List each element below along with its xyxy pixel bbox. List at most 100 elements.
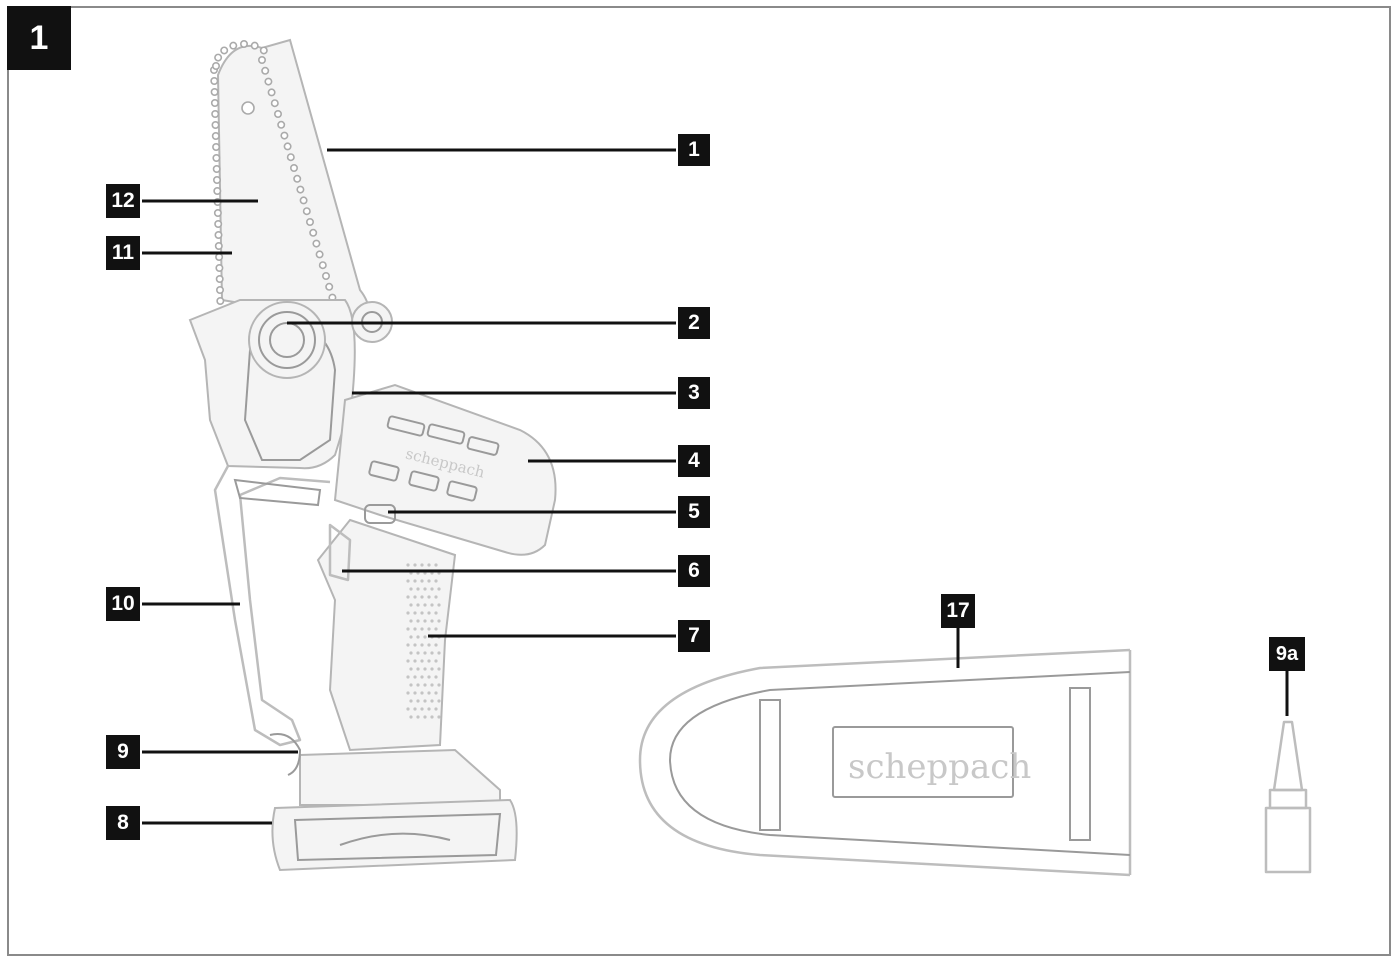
grip-dot bbox=[434, 659, 438, 663]
grip-dot bbox=[427, 643, 431, 647]
grip-dot bbox=[427, 691, 431, 695]
grip-dot bbox=[413, 643, 417, 647]
grip-dot bbox=[420, 659, 424, 663]
grip-dot bbox=[409, 667, 413, 671]
grip-dot bbox=[406, 675, 410, 679]
grip-dot bbox=[409, 603, 413, 607]
grip-dot bbox=[420, 691, 424, 695]
chain-link bbox=[212, 154, 221, 163]
grip-dot bbox=[437, 699, 441, 703]
grip-dot bbox=[430, 587, 434, 591]
chain-link bbox=[213, 176, 222, 185]
chain-link bbox=[312, 239, 321, 248]
chain-link bbox=[211, 132, 220, 141]
chain-link bbox=[280, 131, 289, 140]
grip-dot bbox=[420, 579, 424, 583]
callout-12: 12 bbox=[106, 184, 140, 218]
grip-dot bbox=[413, 675, 417, 679]
grip-dot bbox=[416, 651, 420, 655]
grip-dot bbox=[409, 587, 413, 591]
chain-link bbox=[210, 77, 219, 86]
chain-link bbox=[212, 61, 221, 70]
battery-mount bbox=[299, 748, 501, 806]
grip-dot bbox=[423, 619, 427, 623]
grip-dot bbox=[427, 627, 431, 631]
chain-link bbox=[216, 296, 225, 305]
chain-link bbox=[283, 142, 292, 151]
grip-dot bbox=[416, 603, 420, 607]
grip-dot bbox=[423, 715, 427, 719]
chain-link bbox=[212, 165, 221, 174]
chain-link bbox=[289, 164, 298, 173]
callout-2: 2 bbox=[678, 307, 710, 339]
grip-dot bbox=[437, 715, 441, 719]
chain-link bbox=[214, 53, 223, 62]
grip-dot bbox=[413, 627, 417, 631]
bar-cover-illustration: scheppach bbox=[638, 648, 1132, 877]
grip-dot bbox=[416, 715, 420, 719]
grip-dot bbox=[423, 635, 427, 639]
callout-9: 9 bbox=[106, 735, 140, 769]
grip-dot bbox=[409, 619, 413, 623]
grip-dot bbox=[434, 579, 438, 583]
callout-6: 6 bbox=[678, 555, 710, 587]
grip-dot bbox=[406, 579, 410, 583]
grip-dot bbox=[420, 563, 424, 567]
figure-number: 1 bbox=[7, 6, 71, 70]
grip-dot bbox=[434, 691, 438, 695]
grip-dot bbox=[409, 651, 413, 655]
grip-dot bbox=[406, 659, 410, 663]
chain-link bbox=[210, 99, 219, 108]
chain-link bbox=[214, 242, 223, 251]
saw-chain bbox=[210, 39, 337, 316]
grip-dot bbox=[434, 675, 438, 679]
grip-dot bbox=[409, 635, 413, 639]
grip-dot bbox=[413, 563, 417, 567]
chain-link bbox=[293, 174, 302, 183]
callout-10: 10 bbox=[106, 587, 140, 621]
chain-link bbox=[286, 153, 295, 162]
tensioning-knob bbox=[248, 301, 326, 379]
grip-dot bbox=[416, 587, 420, 591]
grip-dot bbox=[416, 699, 420, 703]
grip-dot bbox=[430, 619, 434, 623]
chain-link bbox=[318, 261, 327, 270]
grip-dot bbox=[406, 707, 410, 711]
chain-link bbox=[259, 46, 268, 55]
grip-dot bbox=[406, 595, 410, 599]
grip-dot bbox=[427, 675, 431, 679]
grip-dot bbox=[427, 563, 431, 567]
leader-lines bbox=[142, 148, 1289, 825]
grip-dot bbox=[420, 643, 424, 647]
chain-link bbox=[211, 121, 220, 130]
callout-9a: 9a bbox=[1269, 637, 1305, 671]
on-off-switch bbox=[328, 523, 352, 582]
oil-bottle-illustration bbox=[1264, 720, 1312, 874]
chainsaw-illustration: scheppach bbox=[188, 38, 557, 872]
callout-5: 5 bbox=[678, 496, 710, 528]
chain-link bbox=[215, 263, 224, 272]
grip-dot bbox=[406, 563, 410, 567]
callout-7: 7 bbox=[678, 620, 710, 652]
chain-link bbox=[213, 187, 222, 196]
grip-dot bbox=[423, 651, 427, 655]
chain-link bbox=[214, 231, 223, 240]
chain-link bbox=[325, 282, 334, 291]
grip-dot bbox=[430, 715, 434, 719]
grip-dot bbox=[434, 627, 438, 631]
chain-link bbox=[212, 143, 221, 152]
grip-dot bbox=[409, 683, 413, 687]
chain-link bbox=[267, 88, 276, 97]
grip-dot bbox=[437, 683, 441, 687]
grip-dot bbox=[413, 659, 417, 663]
chain-link bbox=[211, 110, 220, 119]
chain-link bbox=[257, 55, 266, 64]
chain-link bbox=[309, 228, 318, 237]
battery-pack bbox=[271, 798, 518, 872]
grip-dot bbox=[437, 587, 441, 591]
grip-dot bbox=[437, 667, 441, 671]
grip-dot bbox=[430, 683, 434, 687]
grip-dot bbox=[406, 691, 410, 695]
chain-link bbox=[277, 120, 286, 129]
